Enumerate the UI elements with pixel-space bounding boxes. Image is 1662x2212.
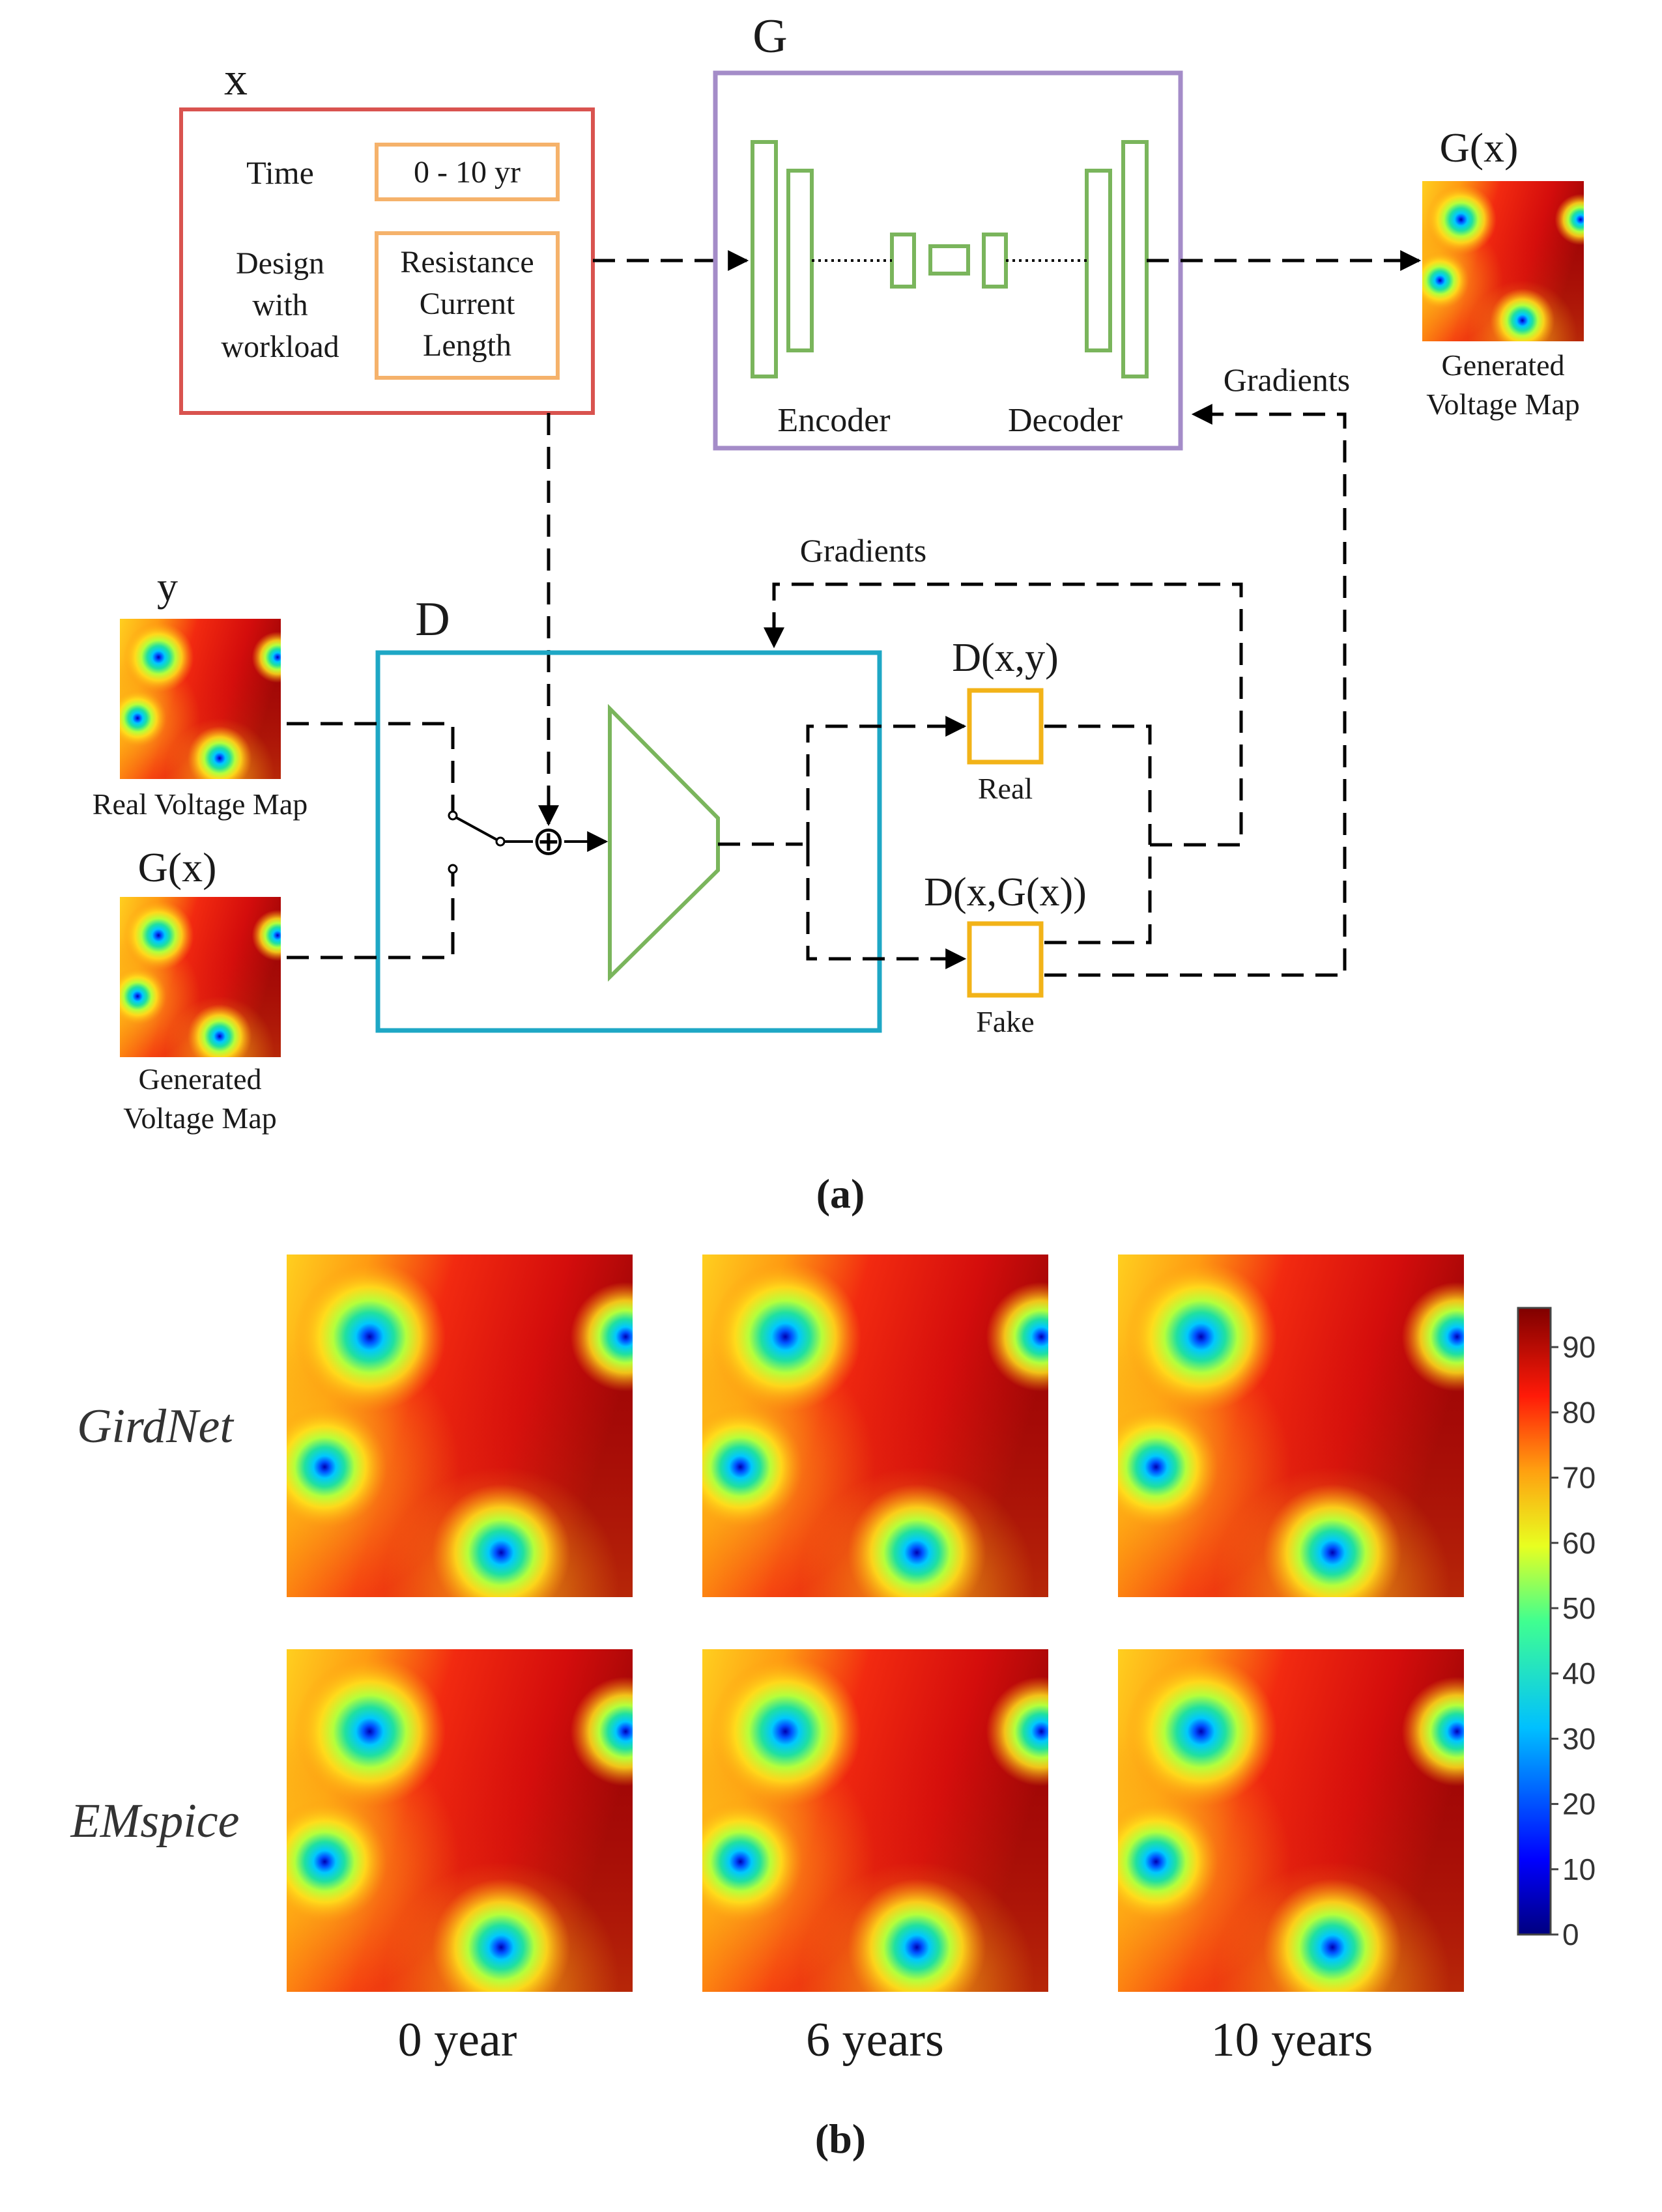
decoder-label: Decoder: [1008, 402, 1123, 439]
colorbar-tick-label: 80: [1562, 1395, 1596, 1429]
colorbar-tick-label: 60: [1562, 1526, 1596, 1560]
real-map-caption: Real Voltage Map: [93, 787, 308, 821]
row-label-girdnet: GirdNet: [77, 1400, 235, 1453]
x-label: x: [224, 53, 248, 105]
d-label: D: [415, 593, 450, 646]
colorbar-tick-label: 0: [1562, 1918, 1579, 1951]
time-label: Time: [246, 154, 314, 191]
gradients-to-d-label: Gradients: [800, 532, 926, 569]
gradients-to-g-path: [1044, 404, 1347, 977]
panel-b-label: (b): [815, 2116, 866, 2162]
design-line-3: workload: [221, 330, 339, 364]
heatmap-girdnet-0-year: [287, 1255, 633, 1597]
generated-map-line-2: Voltage Map: [1426, 388, 1580, 421]
colorbar-tick-label: 10: [1562, 1852, 1596, 1886]
generated-map2-line-1: Generated: [139, 1062, 262, 1096]
gx-label: G(x): [1440, 124, 1519, 171]
param-resistance: Resistance: [400, 245, 534, 279]
real-output-box: [967, 688, 1044, 765]
encoder-label: Encoder: [777, 402, 890, 439]
colorbar-tick-label: 20: [1562, 1787, 1596, 1821]
design-line-2: with: [252, 288, 308, 322]
panel-a: x Time 0 - 10 yr Design with workload Re…: [93, 10, 1584, 1217]
encoder-layers: [751, 140, 1149, 378]
to-real-arrow: [806, 716, 967, 844]
panel-b: GirdNet EMspice 0 year 6 years 10 years …: [70, 1255, 1596, 2162]
time-value-box: [375, 143, 560, 201]
colorbar-tick-label: 30: [1562, 1722, 1596, 1755]
row-label-emspice: EMspice: [70, 1794, 240, 1848]
switch: [448, 810, 506, 874]
params-box: [375, 231, 560, 380]
g-label: G: [752, 10, 787, 63]
colorbar-tick-label: 70: [1562, 1461, 1596, 1495]
colorbar-ticks: 90 80 70 60 50 40 30 20 10 0: [1551, 1330, 1596, 1951]
design-line-1: Design: [236, 246, 324, 281]
generated-map-line-1: Generated: [1442, 348, 1565, 382]
fake-output-box: [967, 921, 1044, 998]
gradients-to-g-label: Gradients: [1224, 362, 1350, 398]
generated-map2-line-2: Voltage Map: [123, 1101, 277, 1135]
gx2-label: G(x): [138, 844, 217, 890]
gradients-to-d-path: [764, 582, 1243, 847]
fake-to-loss-line: [1044, 845, 1152, 944]
real-output-label: Real: [978, 772, 1033, 805]
param-current: Current: [420, 287, 515, 321]
real-input-line: [287, 722, 455, 814]
y-label: y: [157, 563, 178, 610]
col-label-6-years: 6 years: [806, 2013, 944, 2067]
fake-output-label: Fake: [976, 1005, 1034, 1038]
real-to-loss-line: [1044, 724, 1152, 845]
plus-symbol: ⊕: [532, 817, 566, 864]
dxy-label: D(x,y): [952, 636, 1059, 680]
dxgx-label: D(x,G(x)): [924, 870, 1087, 915]
discriminator-box: [375, 650, 882, 1033]
discriminator-network: [608, 703, 720, 982]
heatmap-girdnet-6-years: [702, 1255, 1048, 1597]
col-label-10-years: 10 years: [1211, 2013, 1373, 2067]
time-value: 0 - 10 yr: [414, 155, 521, 190]
to-fake-arrow: [806, 844, 967, 969]
panel-a-label: (a): [816, 1170, 865, 1217]
fake-input-line: [287, 870, 455, 959]
param-length: Length: [423, 328, 511, 363]
heatmap-girdnet-10-years: [1118, 1255, 1464, 1597]
colorbar-tick-label: 40: [1562, 1656, 1596, 1690]
col-label-0-year: 0 year: [398, 2013, 517, 2067]
colorbar-tick-label: 90: [1562, 1330, 1596, 1364]
colorbar-tick-label: 50: [1562, 1591, 1596, 1625]
colorbar: [1517, 1307, 1552, 1936]
